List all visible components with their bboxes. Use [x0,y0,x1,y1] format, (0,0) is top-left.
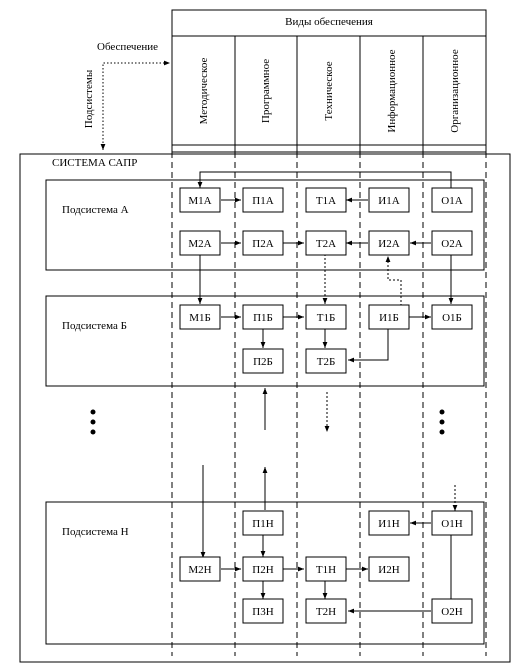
box-t2n [305,598,347,624]
box-label-p1a: П1А [252,195,273,207]
box-label-o2a: О2А [441,238,462,250]
obespechenie-pointer [102,60,170,150]
box-m1a [179,187,221,213]
box-label-o1n: О1Н [441,518,462,530]
box-o1n [431,510,473,536]
box-label-o2n: О2Н [441,606,462,618]
subsystem-label-b: Подсистема Б [62,320,127,332]
subsystem-frame-a [45,179,485,271]
header-table: Виды обеспечения Методическое Программно… [171,9,487,153]
box-p1b [242,304,284,330]
box-o1a [431,187,473,213]
ellipsis-dots-right [439,409,445,435]
box-label-i2a: И2А [378,238,399,250]
box-o1b [431,304,473,330]
box-o2a [431,230,473,256]
box-label-p2n: П2Н [252,564,273,576]
system-title: СИСТЕМА САПР [52,157,137,169]
box-m2n [179,556,221,582]
box-label-t2a: Т2А [316,238,336,250]
column-header-informational: Информационное [386,49,398,132]
box-t2a [305,230,347,256]
box-label-p2a: П2А [252,238,273,250]
header-title: Виды обеспечения [285,16,373,28]
box-t1b [305,304,347,330]
column-guides [171,152,487,656]
box-i2n [368,556,410,582]
box-m2a [179,230,221,256]
connectors [197,171,458,614]
box-p1a [242,187,284,213]
box-label-m2a: М2А [188,238,211,250]
box-label-m1a: М1А [188,195,211,207]
column-header-technical: Техническое [323,61,335,120]
box-o2n [431,598,473,624]
column-header-software: Программное [260,59,272,123]
box-t1n [305,556,347,582]
subsystem-frame-b [45,295,485,387]
box-label-p1n: П1Н [252,518,273,530]
box-label-t1b: Т1Б [317,312,336,324]
box-labels: М1А П1А Т1А И1А О1А М2А П2А Т2А И2А О2А … [188,195,462,618]
box-t1a [305,187,347,213]
box-p2b [242,348,284,374]
box-label-t2b: Т2Б [317,356,336,368]
box-label-t1n: Т1Н [316,564,336,576]
box-i2a [368,230,410,256]
box-p3n [242,598,284,624]
box-i1n [368,510,410,536]
box-label-o1a: О1А [441,195,462,207]
box-label-m1b: М1Б [189,312,211,324]
podsistemy-label: Подсистемы [83,69,95,128]
box-i1a [368,187,410,213]
box-label-i1b: И1Б [379,312,399,324]
column-header-organizational: Организационное [449,49,461,133]
column-header-methodical: Методическое [198,58,210,125]
box-p2a [242,230,284,256]
box-m1b [179,304,221,330]
box-p1n [242,510,284,536]
subsystem-label-n: Подсистема Н [62,526,129,538]
box-i1b [368,304,410,330]
box-label-i1a: И1А [378,195,399,207]
box-label-t2n: Т2Н [316,606,336,618]
box-label-p3n: П3Н [252,606,273,618]
box-label-i2n: И2Н [378,564,399,576]
box-label-p2b: П2Б [253,356,273,368]
system-frame [19,153,511,663]
box-label-p1b: П1Б [253,312,273,324]
box-label-i1n: И1Н [378,518,399,530]
box-label-t1a: Т1А [316,195,336,207]
box-label-o1b: О1Б [442,312,462,324]
box-label-m2n: М2Н [188,564,211,576]
subsystem-label-a: Подсистема А [62,204,129,216]
box-p2n [242,556,284,582]
ellipsis-dots-left [90,409,96,435]
obespechenie-label: Обеспечение [97,41,158,53]
boxes [179,187,473,624]
box-t2b [305,348,347,374]
